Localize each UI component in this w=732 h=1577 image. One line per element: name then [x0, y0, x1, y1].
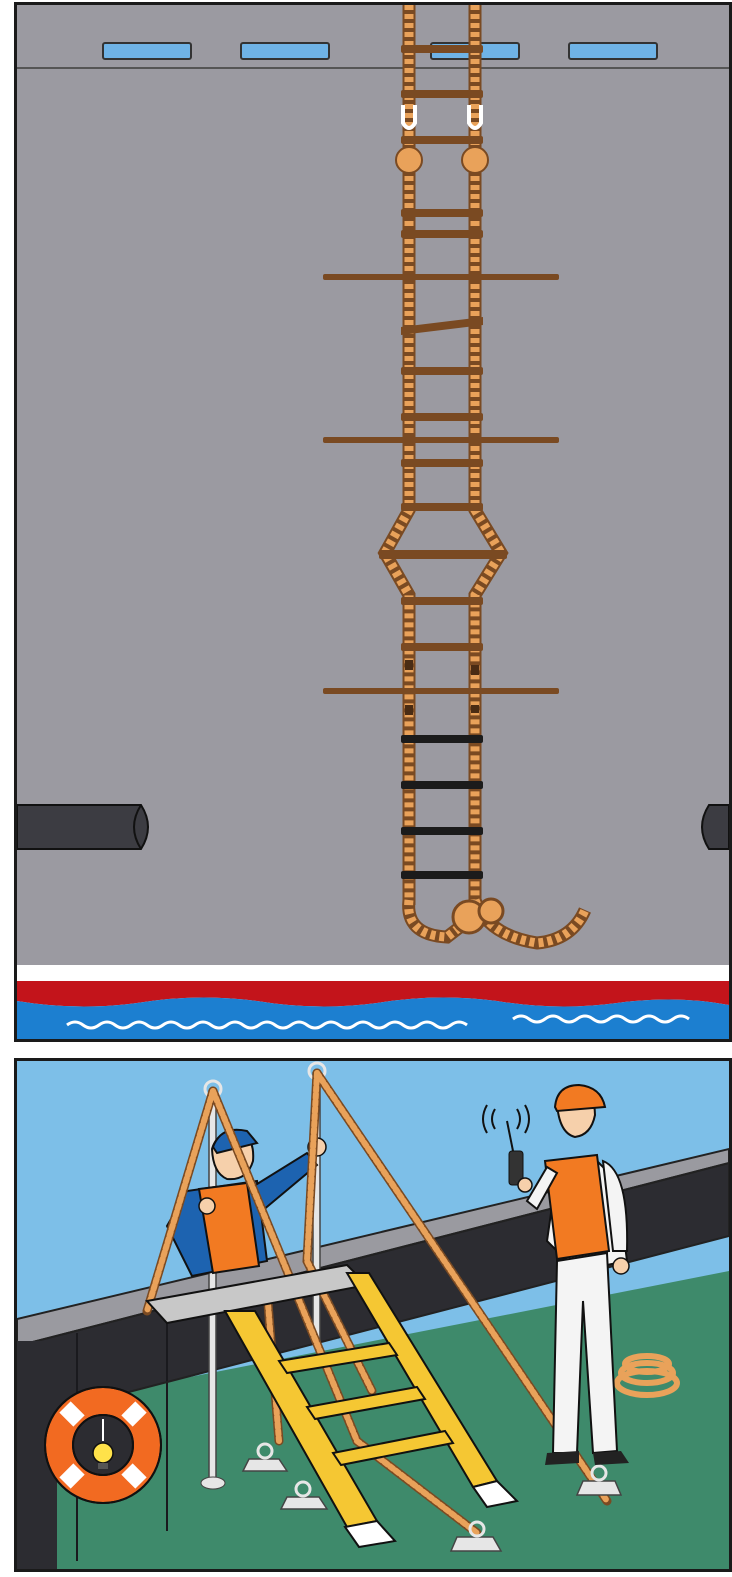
ladder-rigging-illustration	[17, 1061, 729, 1569]
ladder-rigging-panel	[14, 1058, 732, 1572]
pilot-ladder-panel	[14, 2, 732, 1042]
pilot-ladder-illustration	[17, 5, 729, 1039]
white-stripe	[17, 965, 729, 981]
